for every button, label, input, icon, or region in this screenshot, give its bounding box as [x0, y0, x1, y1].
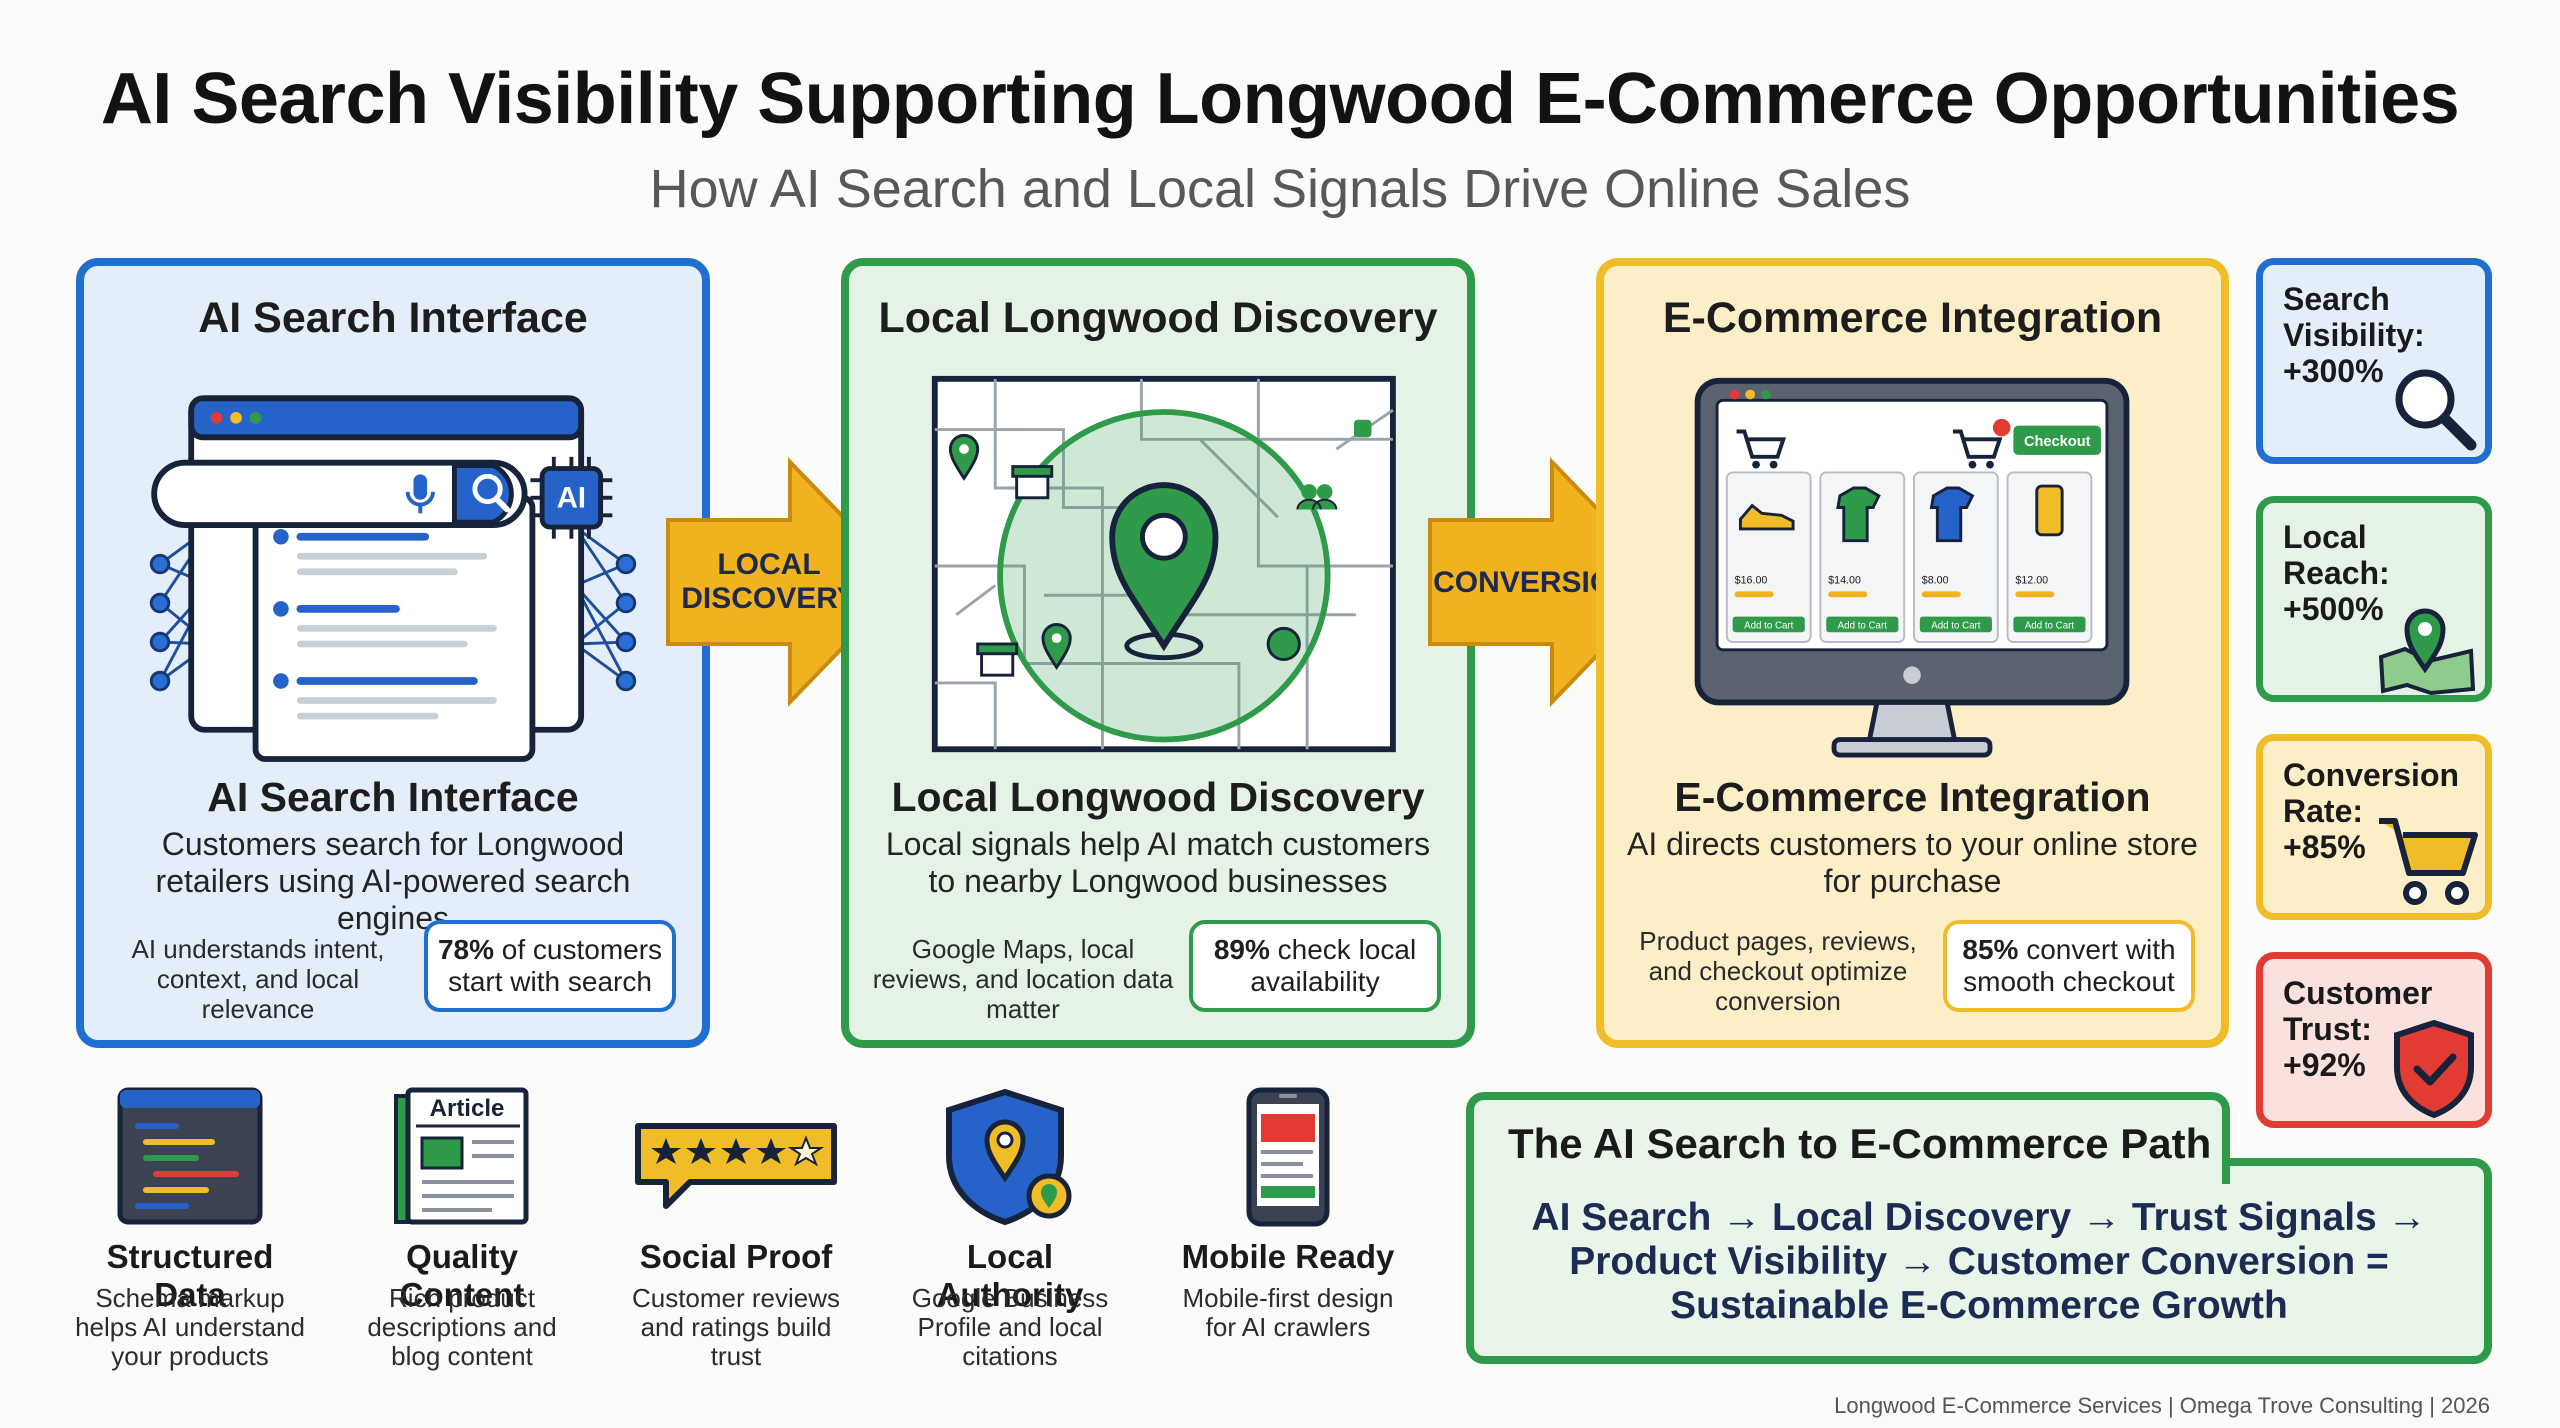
feature-title: Social Proof [639, 1238, 833, 1275]
add-to-cart-label: Add to Cart [2025, 620, 2075, 631]
shopping-cart-icon [2379, 818, 2478, 905]
stat-box: 89% check local availability [1189, 920, 1441, 1012]
stat-text: convert with smooth checkout [1963, 934, 2176, 997]
panel-description: Local signals help AI match customers to… [885, 826, 1431, 899]
map-pin-icon [2378, 608, 2476, 695]
product-price: $14.00 [1828, 575, 1861, 587]
product-price: $12.00 [2015, 575, 2048, 587]
location-shield-icon [946, 1088, 1072, 1226]
panel-heading: AI Search Interface [198, 294, 588, 342]
checkout-button-label: Checkout [2024, 434, 2091, 450]
panel-note: Product pages, reviews, and checkout opt… [1639, 926, 1917, 1016]
product-price: $16.00 [1735, 575, 1768, 587]
product-price: $8.00 [1922, 575, 1949, 587]
page-title: AI Search Visibility Supporting Longwood… [100, 59, 2460, 139]
panel-description: AI directs customers to your online stor… [1627, 826, 2198, 899]
panel-subheading: E-Commerce Integration [1674, 774, 2151, 820]
panel-subheading: AI Search Interface [207, 774, 579, 820]
stat-box: 85% convert with smooth checkout [1943, 920, 2195, 1012]
ai-chip-label: AI [557, 483, 586, 515]
add-to-cart-label: Add to Cart [1838, 620, 1888, 631]
stat-box: 78% of customers start with search [424, 920, 676, 1012]
path-summary-tab [1466, 1092, 2230, 1184]
shield-check-icon [2394, 1019, 2474, 1119]
panel-note: AI understands intent, context, and loca… [131, 934, 385, 1024]
path-summary-box [1466, 1158, 2492, 1364]
stat-value: 78% [437, 934, 494, 965]
arrow-label-local-discovery: LOCAL DISCOVERY [681, 548, 857, 615]
feature-title: Structured Data [106, 1238, 274, 1313]
panel-heading: E-Commerce Integration [1662, 294, 2163, 342]
path-description: AI Search → Local Discovery → Trust Sign… [1531, 1196, 2427, 1327]
stat-value: 85% [1962, 934, 2019, 965]
magnifier-icon [2395, 369, 2477, 451]
online-store-illustration: Checkout $16.00 $14.00 $8.00 $12.00 [1694, 377, 2130, 758]
stat-text: of customers start with search [448, 934, 663, 997]
code-window-icon [117, 1087, 263, 1225]
path-title: The AI Search to E-Commerce Path [1508, 1120, 2212, 1167]
panel-ai-search: AI Search Interface [76, 258, 710, 1048]
add-to-cart-label: Add to Cart [1931, 620, 1981, 631]
page-subtitle: How AI Search and Local Signals Drive On… [649, 159, 1911, 219]
panel-subheading: Local Longwood Discovery [891, 774, 1425, 820]
star-rating-icon [635, 1123, 837, 1209]
local-map-illustration [931, 375, 1396, 753]
feature-title: Mobile Ready [1181, 1238, 1395, 1275]
article-label: Article [430, 1095, 505, 1122]
stat-value: 89% [1213, 934, 1270, 965]
panel-description: Customers search for Longwood retailers … [155, 826, 631, 936]
panel-ecommerce: E-Commerce Integration Checkout [1596, 258, 2229, 1048]
article-icon: Article [394, 1087, 529, 1225]
add-to-cart-label: Add to Cart [1744, 620, 1794, 631]
panel-local-discovery: Local Longwood Discovery Local Longwood … [841, 258, 1475, 1048]
product-cards: $16.00 $14.00 $8.00 $12.00 Add to Cart A… [1725, 471, 2093, 644]
footer-credit: Longwood E-Commerce Services | Omega Tro… [1834, 1393, 2490, 1418]
feature-title: Quality Content [399, 1238, 525, 1313]
smartphone-icon [1246, 1087, 1330, 1227]
search-interface-illustration: AI [149, 395, 637, 762]
panel-note: Google Maps, local reviews, and location… [872, 934, 1174, 1024]
feature-title: Local Authority [936, 1238, 1084, 1313]
stat-text: check local availability [1250, 934, 1417, 997]
panel-heading: Local Longwood Discovery [878, 294, 1438, 342]
